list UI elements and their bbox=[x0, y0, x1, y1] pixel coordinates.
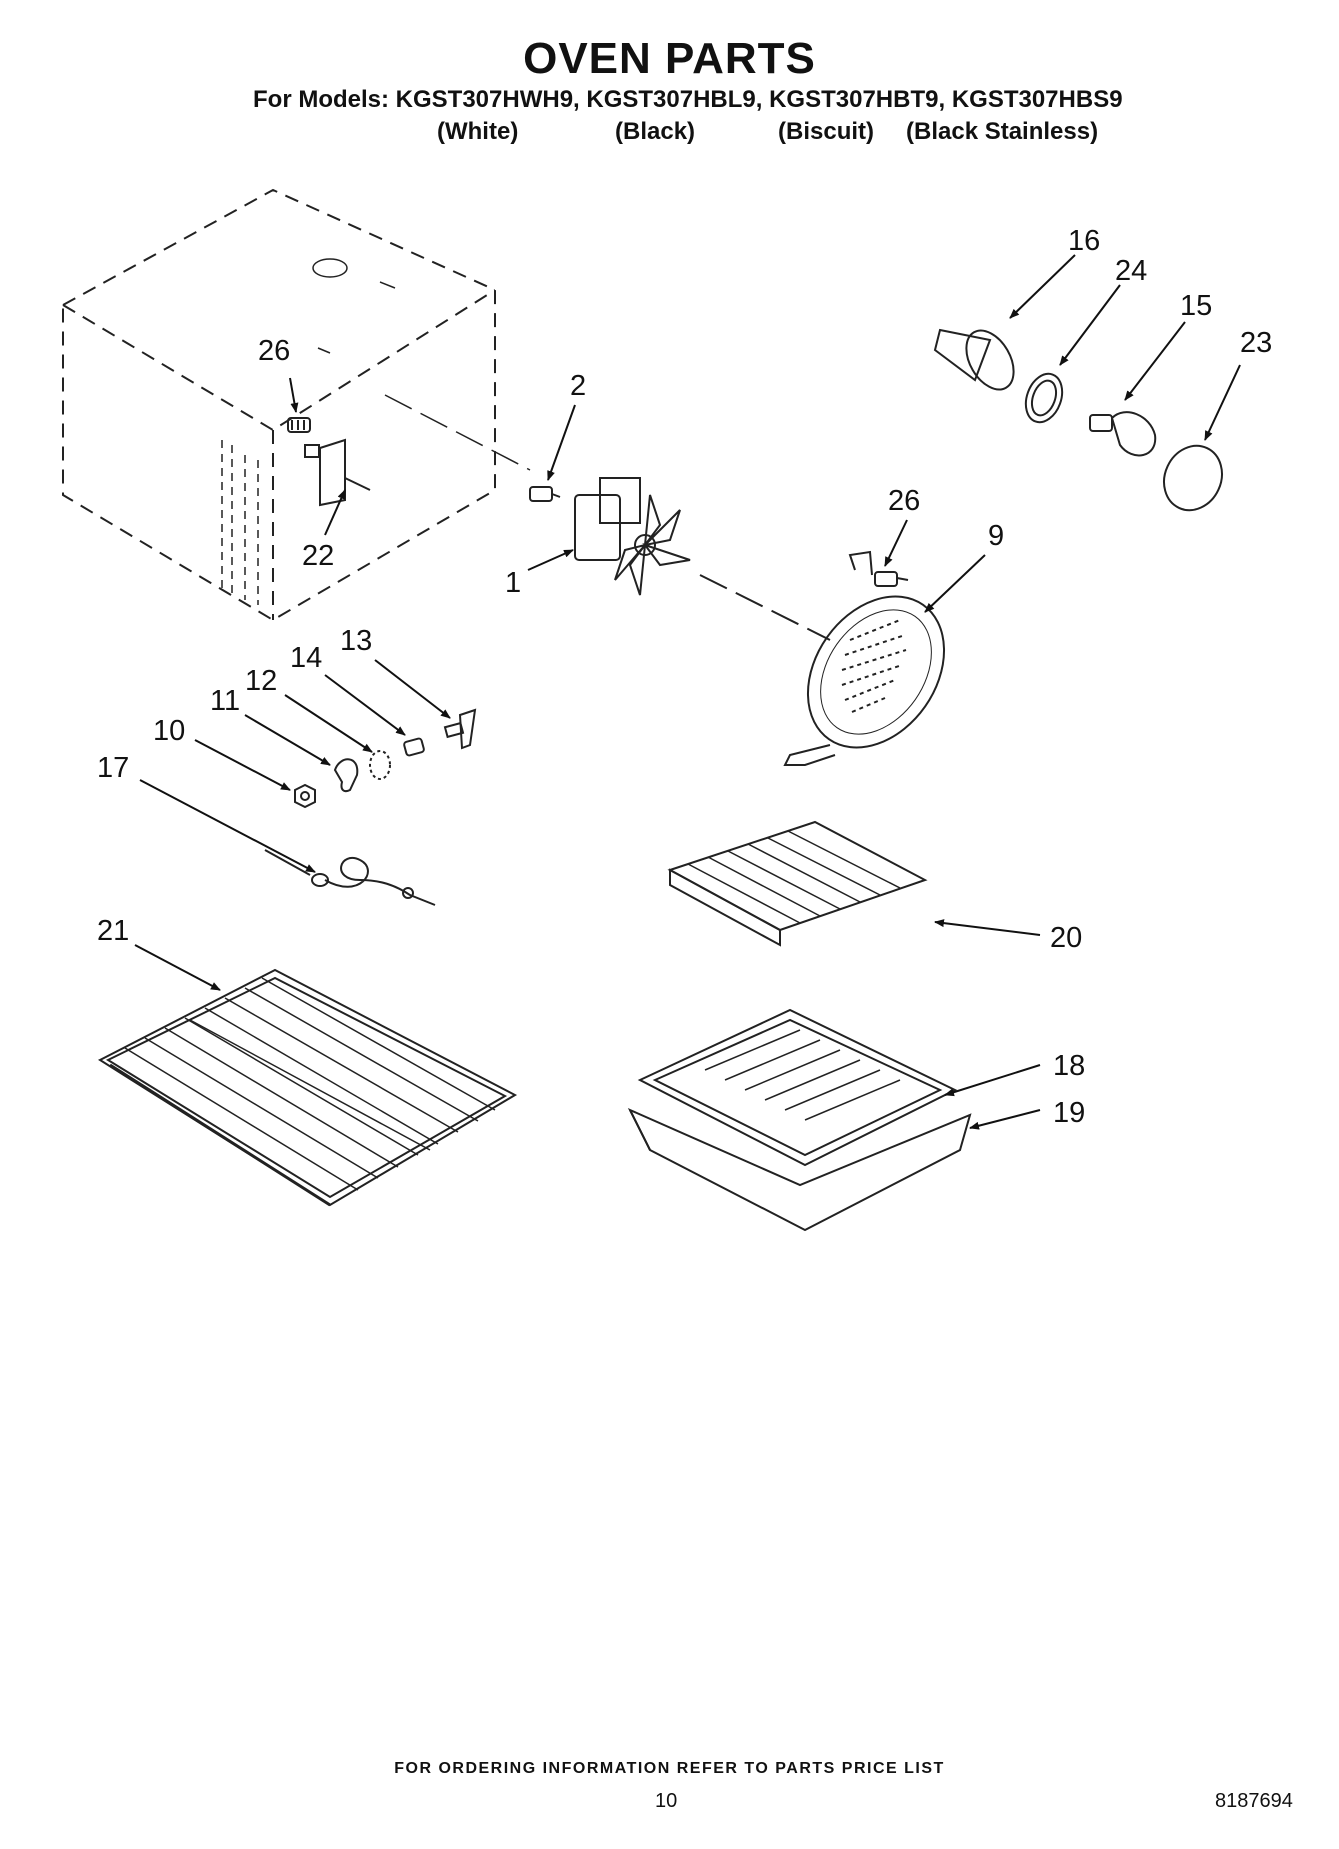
fan-motor-part-1 bbox=[574, 477, 691, 596]
washer-part-12 bbox=[369, 750, 391, 780]
oven-rack-part-21 bbox=[97, 968, 518, 1207]
callout-22: 22 bbox=[302, 540, 334, 572]
callout-16: 16 bbox=[1068, 225, 1100, 257]
thermostat-bulb-part-13 bbox=[443, 708, 477, 750]
broiler-grid-part-20 bbox=[667, 820, 928, 947]
models-line: For Models: KGST307HWH9, KGST307HBL9, KG… bbox=[253, 86, 1123, 113]
bulb-part-15 bbox=[1089, 411, 1157, 457]
assembly-axis-line bbox=[699, 574, 831, 641]
callout-1: 1 bbox=[505, 567, 521, 599]
callout-19: 19 bbox=[1053, 1097, 1085, 1129]
meat-probe-part-17 bbox=[264, 849, 436, 906]
page-number: 10 bbox=[655, 1790, 678, 1812]
callout-20: 20 bbox=[1050, 922, 1082, 954]
callout-26-left: 26 bbox=[258, 335, 290, 367]
light-socket-part-16 bbox=[933, 328, 1015, 391]
callout-17: 17 bbox=[97, 752, 129, 784]
broiler-pan-base-part-19 bbox=[627, 1107, 972, 1232]
callout-11: 11 bbox=[210, 685, 240, 717]
callout-18: 18 bbox=[1053, 1050, 1085, 1082]
screw-part-2 bbox=[529, 486, 561, 502]
clip-part-11 bbox=[333, 758, 359, 793]
variant-black-stainless: (Black Stainless) bbox=[906, 118, 1099, 145]
callout-21: 21 bbox=[97, 915, 129, 947]
callout-9: 9 bbox=[988, 520, 1004, 552]
callout-14: 14 bbox=[290, 642, 322, 674]
bracket-part-22 bbox=[304, 438, 371, 507]
document-number: 8187694 bbox=[1215, 1790, 1293, 1812]
nut-part-10 bbox=[294, 783, 316, 809]
gasket-part-24 bbox=[1024, 372, 1064, 424]
screw-part-26-right bbox=[874, 571, 909, 587]
callout-15: 15 bbox=[1180, 290, 1212, 322]
callout-24: 24 bbox=[1115, 255, 1147, 287]
variant-white: (White) bbox=[437, 118, 519, 145]
callout-13: 13 bbox=[340, 625, 372, 657]
screw-part-26 bbox=[287, 417, 311, 433]
variant-black: (Black) bbox=[615, 118, 696, 145]
callout-26-right: 26 bbox=[888, 485, 920, 517]
callout-10: 10 bbox=[153, 715, 185, 747]
callout-2: 2 bbox=[570, 370, 586, 402]
page-title: OVEN PARTS bbox=[523, 34, 816, 83]
callout-leaders bbox=[134, 254, 1241, 1130]
broiler-pan-part-18 bbox=[637, 1008, 958, 1167]
ordering-note: FOR ORDERING INFORMATION REFER TO PARTS … bbox=[394, 1760, 945, 1777]
sleeve-part-14 bbox=[403, 737, 425, 757]
variant-biscuit: (Biscuit) bbox=[778, 118, 874, 145]
callout-23: 23 bbox=[1240, 327, 1272, 359]
fan-cover-part-9 bbox=[783, 550, 946, 766]
oven-cavity-outline bbox=[62, 188, 496, 622]
oven-cavity-details bbox=[221, 258, 531, 605]
lens-part-23 bbox=[1163, 444, 1223, 512]
callout-12: 12 bbox=[245, 665, 277, 697]
